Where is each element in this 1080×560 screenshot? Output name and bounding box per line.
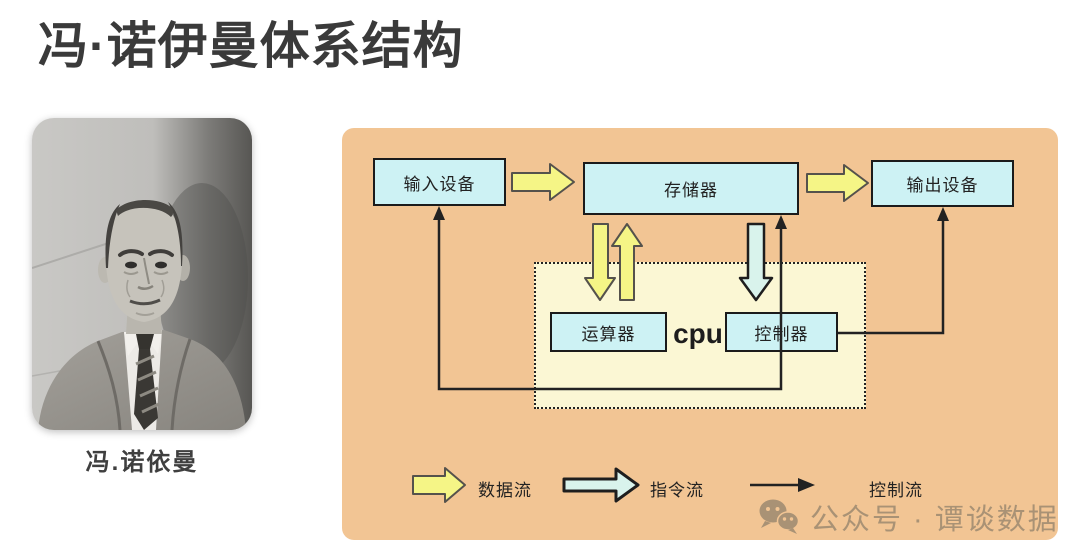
legend-label-control-flow: 控制流: [869, 481, 923, 500]
legend-label-data-flow: 数据流: [478, 481, 532, 500]
input-device-box: 输入设备: [373, 158, 506, 206]
legend-control-flow-arrowhead: [798, 478, 815, 492]
legend-instruction-flow-arrow: [562, 467, 640, 503]
architecture-diagram-panel: 输入设备 存储器 输出设备 运算器 控制器 cpu: [342, 128, 1058, 540]
watermark-text: 公众号 · 谭谈数据: [810, 504, 1059, 536]
wechat-icon: [759, 499, 800, 534]
portrait-illustration: [32, 118, 252, 430]
legend-label-instruction-flow: 指令流: [650, 481, 704, 500]
alu-box: 运算器: [550, 312, 667, 352]
output-device-box: 输出设备: [871, 160, 1014, 207]
von-neumann-photo: [32, 118, 252, 430]
memory-box: 存储器: [583, 162, 799, 215]
legend-data-flow-arrow: [412, 467, 466, 503]
page-title: 冯·诺伊曼体系结构: [38, 18, 464, 74]
control-unit-box: 控制器: [725, 312, 838, 352]
portrait-caption: 冯.诺依曼: [85, 449, 199, 476]
cpu-label: cpu: [673, 318, 723, 349]
watermark: 公众号 · 谭谈数据: [756, 496, 1059, 538]
